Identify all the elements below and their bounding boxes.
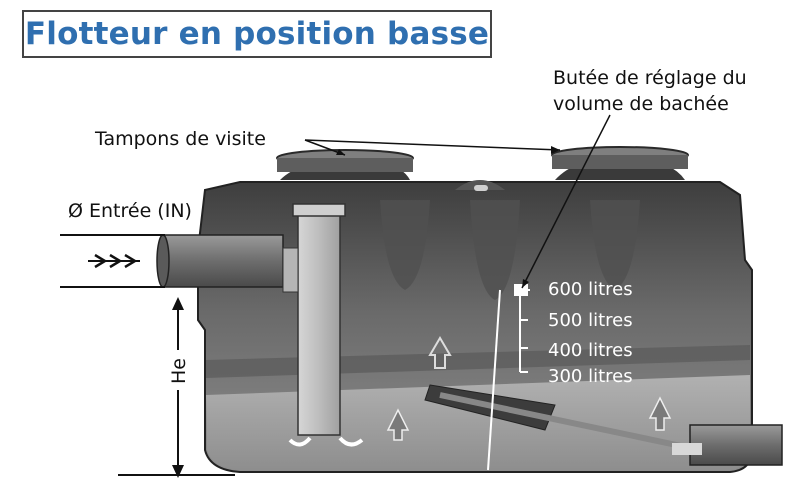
label-entree: Ø Entrée (IN) xyxy=(68,200,192,222)
flow-arrow-3 xyxy=(648,396,672,431)
water-area xyxy=(206,375,750,470)
volume-400: 400 litres xyxy=(548,340,633,361)
label-butee-line1: Butée de réglage du xyxy=(553,67,747,89)
inner-chamber-2 xyxy=(470,200,520,300)
label-he: He xyxy=(167,358,190,384)
outflow-arrow-right xyxy=(338,436,364,447)
outflow-arrow-left xyxy=(288,436,312,447)
diagram-title: Flotteur en position basse xyxy=(24,16,490,52)
handle-slot xyxy=(474,185,488,191)
flow-arrow-2 xyxy=(428,336,452,369)
tank-rib xyxy=(206,345,750,378)
label-tampons: Tampons de visite xyxy=(95,128,266,150)
leader-tampons-right xyxy=(304,139,561,151)
title-box: Flotteur en position basse xyxy=(22,10,492,58)
label-butee-line2: volume de bachée xyxy=(553,93,729,115)
leader-butee xyxy=(521,114,611,289)
inner-chamber-3 xyxy=(590,200,640,290)
inlet-pipe xyxy=(162,234,284,288)
volume-600: 600 litres xyxy=(548,279,633,300)
volume-500: 500 litres xyxy=(548,310,633,331)
volume-300: 300 litres xyxy=(548,366,633,387)
adjustment-stop xyxy=(514,284,528,296)
outlet-pipe xyxy=(689,424,783,466)
flow-arrow-1 xyxy=(386,408,410,441)
inner-chamber-1 xyxy=(380,200,430,290)
pump-rod xyxy=(439,392,701,453)
descent-pipe xyxy=(297,204,341,436)
